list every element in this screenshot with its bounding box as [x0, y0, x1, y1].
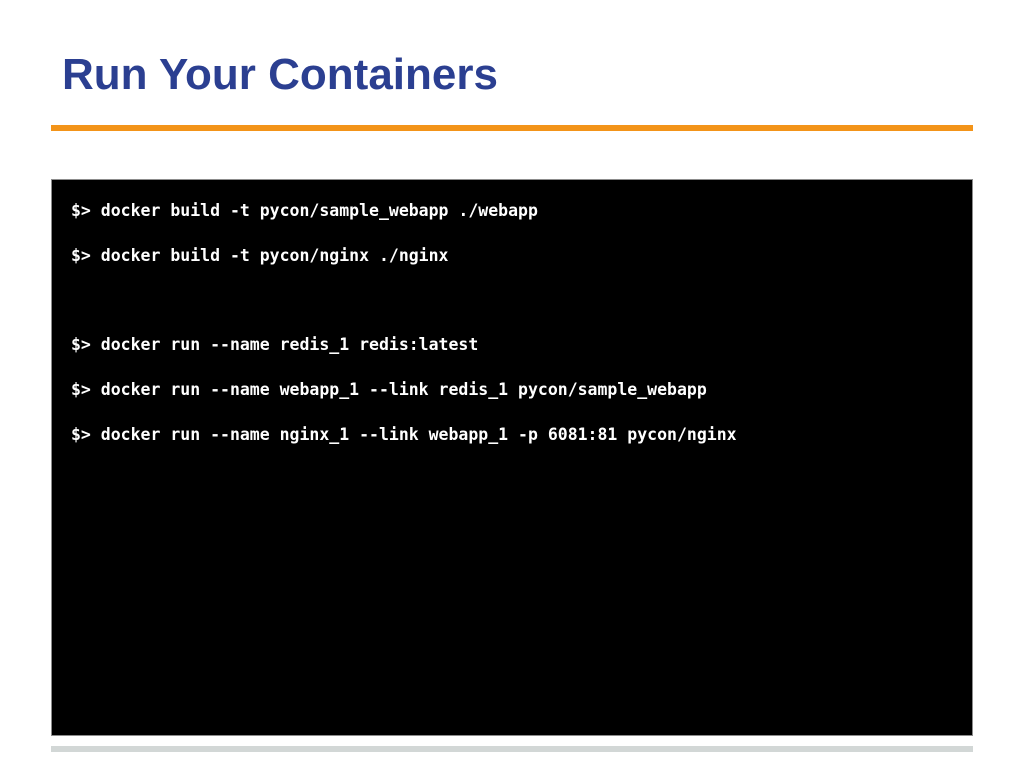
- slide-title: Run Your Containers: [62, 50, 498, 99]
- terminal-line: $> docker build -t pycon/nginx ./nginx: [71, 246, 449, 265]
- terminal-line: $> docker run --name webapp_1 --link red…: [71, 380, 707, 399]
- title-underline-rule: [51, 125, 973, 131]
- terminal-window: $> docker build -t pycon/sample_webapp .…: [51, 179, 973, 736]
- terminal-line: $> docker run --name redis_1 redis:lates…: [71, 335, 479, 354]
- footer-rule: [51, 746, 973, 752]
- terminal-command-list: $> docker build -t pycon/sample_webapp .…: [71, 198, 962, 467]
- terminal-line: $> docker build -t pycon/sample_webapp .…: [71, 201, 538, 220]
- terminal-line: $> docker run --name nginx_1 --link weba…: [71, 425, 737, 444]
- terminal-blank-line: [71, 288, 962, 332]
